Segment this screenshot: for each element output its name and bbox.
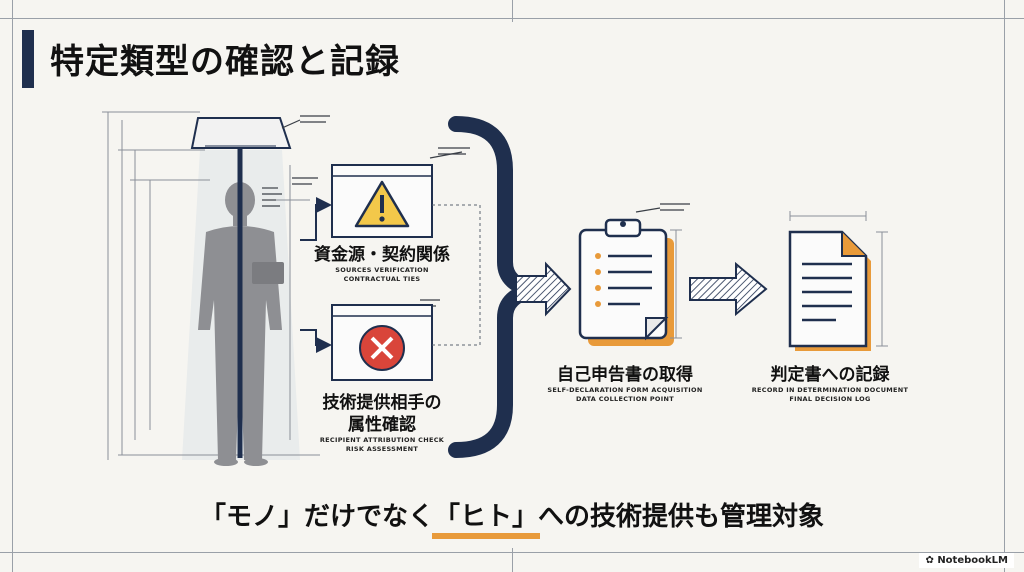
clipboard-dimension	[670, 229, 682, 339]
source-label-en1: SOURCES VERIFICATION	[335, 266, 429, 274]
document-icon	[788, 230, 871, 351]
clipboard-icon	[578, 218, 674, 346]
page-title: 特定類型の確認と記録	[50, 42, 400, 82]
error-x-circle-icon	[359, 325, 405, 371]
record-label: 判定書への記録 RECORD IN DETERMINATION DOCUMENT…	[745, 364, 915, 404]
record-label-ja: 判定書への記録	[770, 365, 890, 385]
selfdecl-label-en1: SELF-DECLARATION FORM ACQUISITION	[547, 386, 703, 394]
source-card	[331, 164, 433, 238]
dimension-lines	[102, 111, 320, 460]
recipient-card	[331, 304, 433, 381]
selfdecl-label-ja: 自己申告書の取得	[557, 365, 693, 385]
brand-name: NotebookLM	[937, 555, 1008, 566]
brand-watermark: ✿ NotebookLM	[919, 553, 1014, 568]
selfdecl-label: 自己申告書の取得 SELF-DECLARATION FORM ACQUISITI…	[540, 364, 710, 404]
branch-arrows	[300, 197, 332, 353]
recipient-label-ja2: 属性確認	[348, 415, 416, 435]
scanner-device-icon	[190, 117, 292, 149]
source-label: 資金源・契約関係 SOURCES VERIFICATION CONTRACTUA…	[302, 244, 462, 284]
record-label-en1: RECORD IN DETERMINATION DOCUMENT	[751, 386, 909, 394]
recipient-label-en2: RISK ASSESSMENT	[345, 445, 419, 453]
arrow-to-document-icon	[689, 261, 768, 317]
title-accent-bar	[22, 30, 34, 88]
footer-highlight: 「ヒト」	[431, 496, 541, 539]
footer-before: 「モノ」だけでなく	[199, 502, 434, 532]
selfdecl-label-en2: DATA COLLECTION POINT	[576, 395, 674, 403]
record-label-en2: FINAL DECISION LOG	[789, 395, 871, 403]
source-label-ja: 資金源・契約関係	[314, 245, 450, 265]
footer-after: への技術提供も管理対象	[538, 502, 825, 532]
recipient-label: 技術提供相手の 属性確認 RECIPIENT ATTRIBUTION CHECK…	[302, 392, 462, 454]
recipient-label-ja1: 技術提供相手の	[322, 393, 442, 413]
guide-v-mid-bottom	[512, 548, 513, 572]
dashed-connectors	[432, 204, 481, 346]
guide-left	[12, 0, 13, 572]
footer-message: 「モノ」だけでなく「ヒト」への技術提供も管理対象	[0, 496, 1024, 539]
document-dimensions	[789, 211, 888, 347]
source-label-en2: CONTRACTUAL TIES	[343, 275, 421, 283]
recipient-label-en1: RECIPIENT ATTRIBUTION CHECK	[319, 436, 445, 444]
guide-v-mid	[512, 0, 513, 22]
arrow-to-clipboard-icon	[515, 261, 572, 317]
guide-right	[1004, 0, 1005, 572]
warning-triangle-icon	[354, 180, 410, 228]
brand-logo-icon: ✿	[925, 555, 938, 566]
